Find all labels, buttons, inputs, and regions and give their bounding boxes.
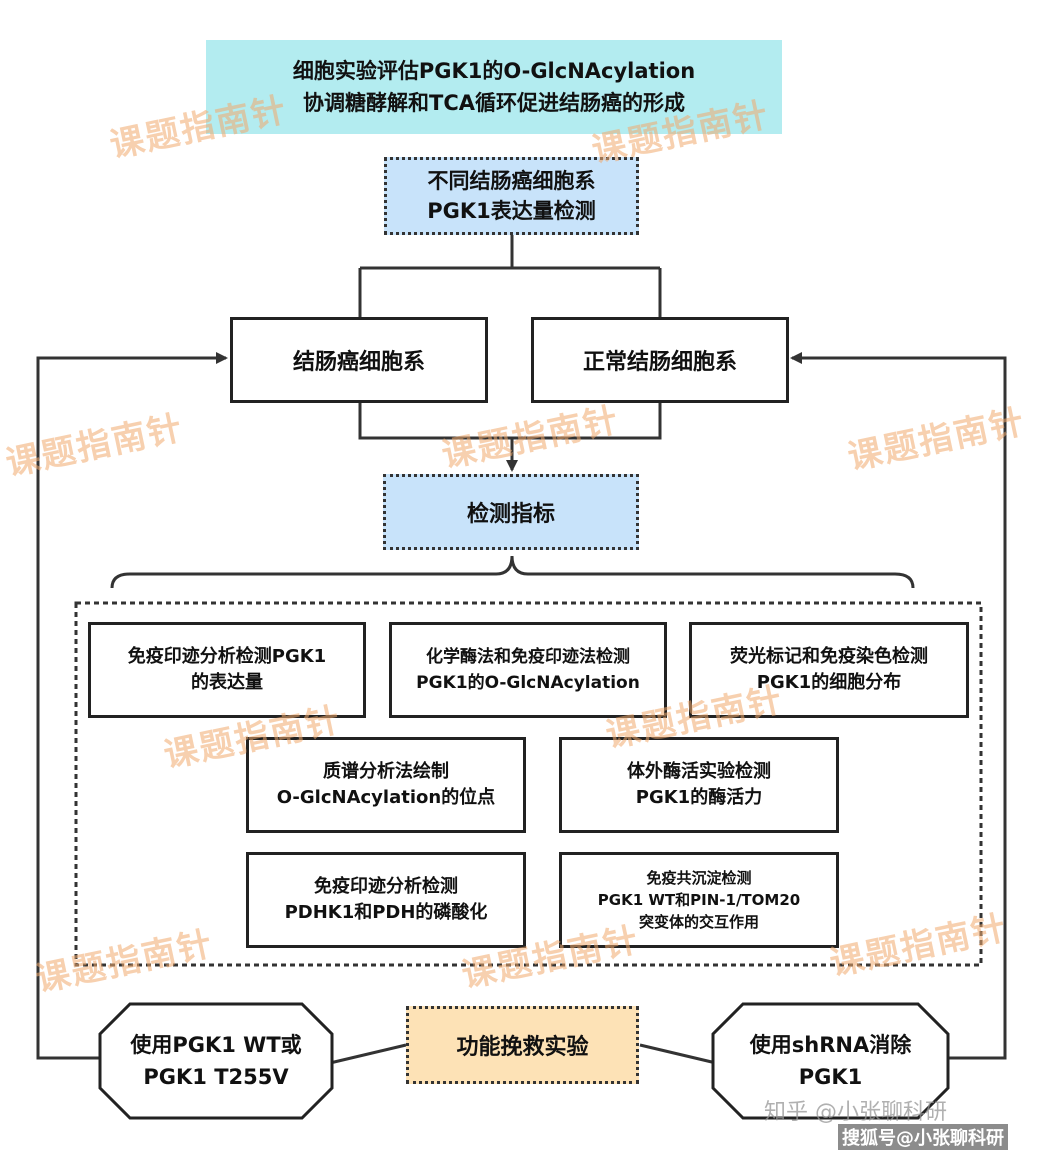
colon-cancer-cell-line-box: 结肠癌细胞系 [230, 317, 488, 403]
method-box-3: 荧光标记和免疫染色检测 PGK1的细胞分布 [689, 622, 969, 718]
method-3-line-2: PGK1的细胞分布 [756, 672, 902, 693]
functional-rescue-box: 功能挽救实验 [406, 1006, 639, 1084]
title-box: 细胞实验评估PGK1的O-GlcNAcylation 协调糖酵解和TCA循环促进… [206, 40, 782, 134]
method-5-line-1: 体外酶活实验检测 [627, 761, 771, 782]
method-7-line-1: 免疫共沉淀检测 [646, 869, 752, 887]
method-box-7: 免疫共沉淀检测 PGK1 WT和PIN-1/TOM20 突变体的交互作用 [559, 852, 839, 948]
sohu-credit: 搜狐号@小张聊科研 [838, 1124, 1008, 1150]
expression-detection-box: 不同结肠癌细胞系 PGK1表达量检测 [384, 157, 639, 235]
step1-line-1: 不同结肠癌细胞系 [427, 169, 596, 193]
connector-merge [358, 402, 662, 440]
title-line-1: 细胞实验评估PGK1的O-GlcNAcylation [292, 59, 696, 83]
method-4-line-1: 质谱分析法绘制 [323, 761, 449, 782]
functional-rescue-label: 功能挽救实验 [456, 1035, 589, 1060]
method-7-line-2: PGK1 WT和PIN-1/TOM20 [597, 891, 801, 909]
left-oct-line-2: PGK1 T255V [143, 1065, 289, 1089]
connector-rescue-left [329, 1043, 407, 1065]
normal-colon-cell-line-box: 正常结肠细胞系 [531, 317, 789, 403]
method-6-line-1: 免疫印迹分析检测 [314, 876, 458, 897]
method-4-line-2: O-GlcNAcylation的位点 [276, 787, 496, 808]
method-1-line-1: 免疫印迹分析检测PGK1 [127, 646, 327, 667]
method-7-line-3: 突变体的交互作用 [638, 913, 759, 931]
pgk1-wt-or-t255v-octagon: 使用PGK1 WT或 PGK1 T255V [100, 1004, 332, 1118]
method-1-line-2: 的表达量 [191, 672, 263, 693]
title-line-2: 协调糖酵解和TCA循环促进结肠癌的形成 [303, 91, 685, 115]
octagon-right-shape [711, 1002, 950, 1120]
method-6-line-2: PDHK1和PDH的磷酸化 [284, 902, 488, 923]
zhihu-credit: 知乎 @小张聊科研 [764, 1100, 947, 1125]
right-oct-line-2: PGK1 [798, 1065, 863, 1089]
method-box-2: 化学酶法和免疫印迹法检测 PGK1的O-GlcNAcylation [389, 622, 667, 718]
methods-container [74, 601, 983, 967]
indicators-label: 检测指标 [466, 502, 555, 527]
connector-rescue-right [639, 1043, 717, 1065]
method-2-line-1: 化学酶法和免疫印迹法检测 [426, 647, 630, 667]
method-5-line-2: PGK1的酶活力 [635, 787, 763, 808]
indicators-box: 检测指标 [383, 474, 639, 550]
right-oct-line-1: 使用shRNA消除 [749, 1033, 912, 1057]
method-box-5: 体外酶活实验检测 PGK1的酶活力 [559, 737, 839, 833]
method-box-1: 免疫印迹分析检测PGK1 的表达量 [88, 622, 366, 718]
method-2-line-2: PGK1的O-GlcNAcylation [416, 673, 640, 693]
colon-cancer-cell-line-label: 结肠癌细胞系 [292, 350, 425, 375]
feedback-right [790, 352, 1007, 1060]
shrna-knockdown-octagon: 使用shRNA消除 PGK1 [713, 1004, 948, 1118]
method-box-4: 质谱分析法绘制 O-GlcNAcylation的位点 [246, 737, 526, 833]
method-box-6: 免疫印迹分析检测 PDHK1和PDH的磷酸化 [246, 852, 526, 948]
left-oct-line-1: 使用PGK1 WT或 [130, 1033, 302, 1057]
method-3-line-1: 荧光标记和免疫染色检测 [730, 646, 928, 667]
feedback-left [36, 352, 228, 1060]
step1-line-2: PGK1表达量检测 [427, 199, 596, 223]
normal-colon-cell-line-label: 正常结肠细胞系 [582, 350, 737, 375]
octagon-left-shape [98, 1002, 334, 1120]
brace [110, 555, 915, 589]
